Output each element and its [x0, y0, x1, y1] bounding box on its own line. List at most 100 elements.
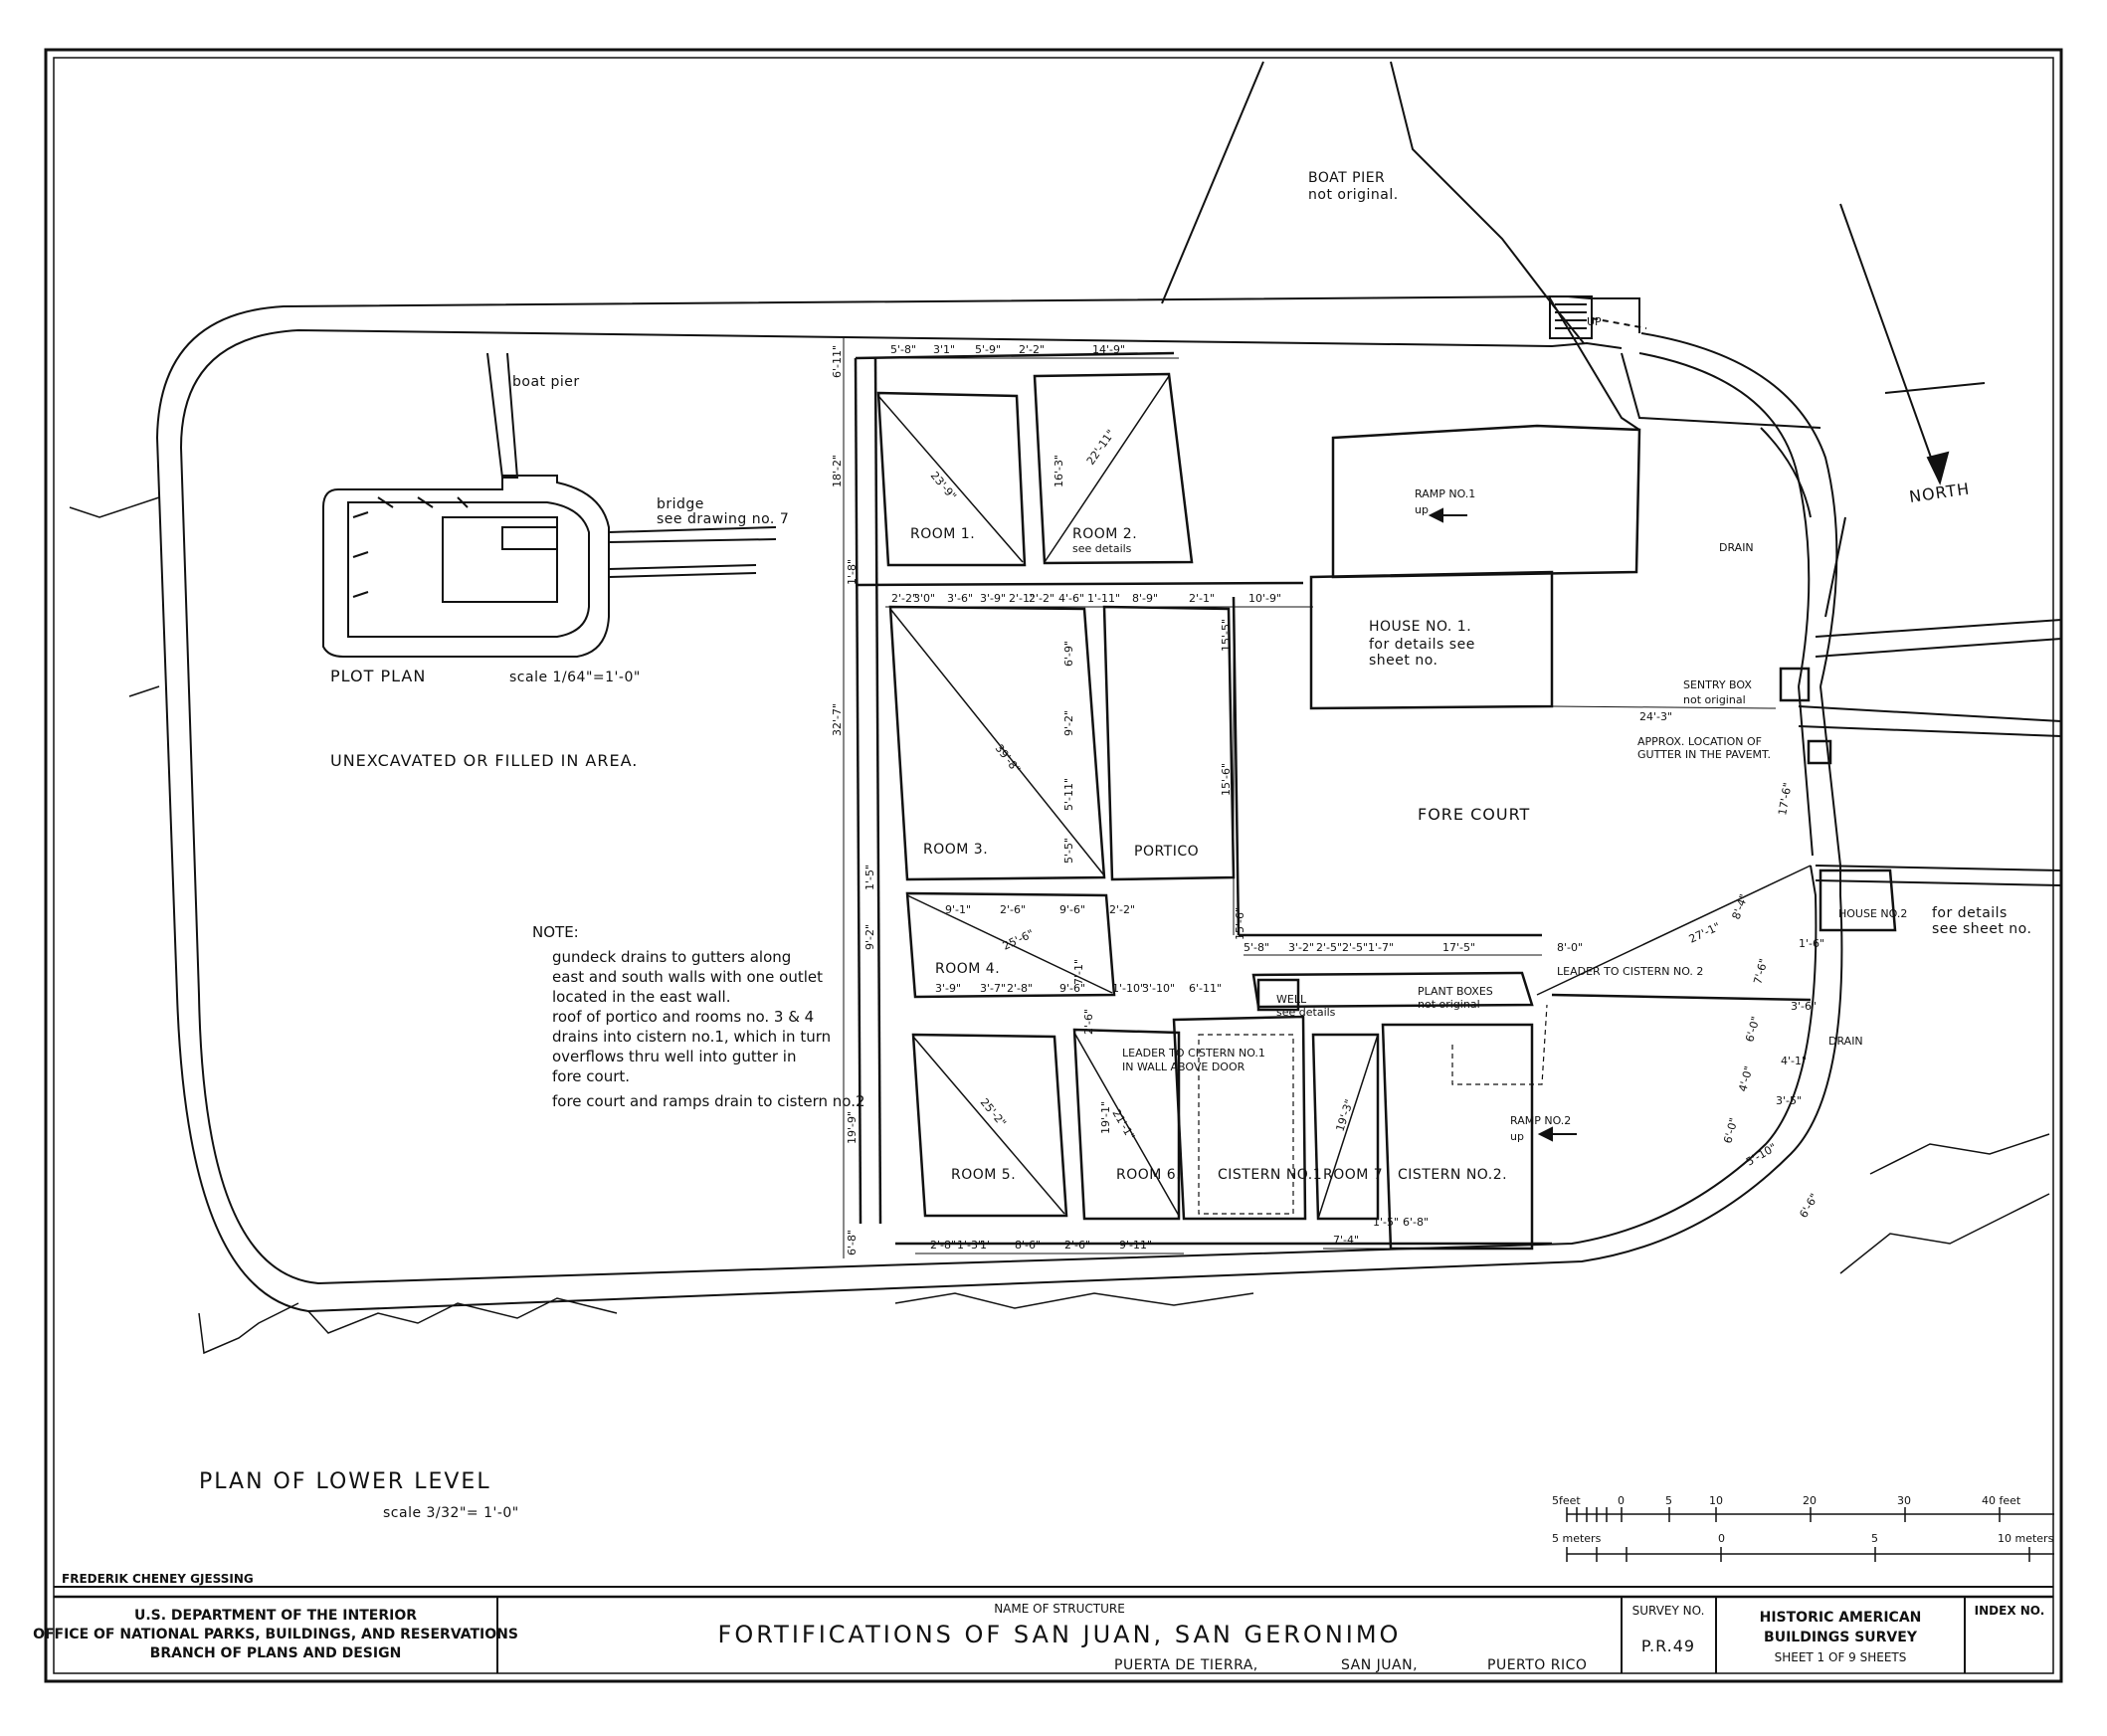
sentry-box-label: SENTRY BOX: [1683, 678, 1752, 691]
dimension-label: 23'-9": [928, 470, 959, 503]
note-line: gundeck drains to gutters along: [552, 948, 791, 966]
dimension-label: 19'-1": [1099, 1101, 1112, 1134]
cistern-1-label: CISTERN NO.1: [1218, 1167, 1322, 1183]
leader-cistern-1-note: IN WALL ABOVE DOOR: [1122, 1061, 1245, 1073]
sentry-box-note: not original: [1683, 693, 1746, 706]
drawing-scale: scale 3/32"= 1'-0": [383, 1505, 519, 1521]
dimension-label: 5'-8": [1244, 941, 1269, 954]
dimension-label: 9'-6": [1059, 982, 1085, 995]
dimension-label: 3'-2": [1288, 941, 1314, 954]
leader-cistern-1-label: LEADER TO CISTERN NO.1: [1122, 1047, 1265, 1060]
dimension-label: 8'-6": [1015, 1239, 1041, 1252]
dimension-label: 15'-6": [1234, 907, 1246, 940]
dimension-label: 3'0": [913, 592, 935, 605]
room-2-note: see details: [1072, 542, 1132, 555]
dimension-label: 6'-6": [1797, 1191, 1820, 1220]
dimension-label: 10'-9": [1248, 592, 1281, 605]
dimension-label: 9'-6": [1059, 903, 1085, 916]
portico-label: PORTICO: [1134, 844, 1199, 860]
dimension-label: 2'-2": [1109, 903, 1135, 916]
gutter-label: APPROX. LOCATION OF: [1637, 735, 1762, 748]
dimension-label: 9'-2": [863, 924, 876, 950]
dimension-label: 6'-11": [1189, 982, 1222, 995]
note-line: located in the east wall.: [552, 988, 730, 1006]
dimension-label: 3'-9": [980, 592, 1006, 605]
survey-number: P.R.49: [1641, 1637, 1695, 1655]
dimension-label: 6'-8": [846, 1230, 859, 1255]
boat-pier-note: not original.: [1308, 187, 1399, 203]
house-2-sheet: see sheet no.: [1932, 921, 2031, 937]
structure-name: FORTIFICATIONS OF SAN JUAN, SAN GERONIMO: [718, 1621, 1402, 1648]
dimension-label: 5'-11": [1062, 778, 1075, 811]
scale-feet-tick: 20: [1803, 1494, 1817, 1507]
note-line: fore court and ramps drain to cistern no…: [552, 1092, 865, 1110]
dimension-label: 2'-8": [1007, 982, 1033, 995]
dimension-label: 9'-11": [1119, 1239, 1152, 1252]
dimension-label: 1'-5": [1373, 1216, 1399, 1229]
dimension-label: 8'-9": [1132, 592, 1158, 605]
dimension-label: 1'-3": [957, 1239, 983, 1252]
dimension-label: 17'-6": [1776, 782, 1795, 817]
house-1-note: for details see: [1369, 637, 1475, 653]
scale-feet-tick: 0: [1618, 1494, 1625, 1507]
note-line: roof of portico and rooms no. 3 & 4: [552, 1008, 814, 1026]
dimension-label: 3'-7": [980, 982, 1006, 995]
outer-border: [44, 48, 2063, 1683]
dimension-label: 25'-2": [978, 1096, 1009, 1130]
unexcavated-label: UNEXCAVATED OR FILLED IN AREA.: [330, 751, 638, 770]
dimension-label: 9'-1": [945, 903, 971, 916]
north-arrow: [1839, 203, 1986, 485]
dimension-label: 15'-5": [1220, 619, 1233, 652]
note-line: fore court.: [552, 1067, 630, 1085]
agency-line-3: BRANCH OF PLANS AND DESIGN: [150, 1645, 402, 1661]
dimension-label: 18'-2": [831, 455, 844, 487]
pier-stairs-up-label: UP: [1587, 315, 1602, 328]
scale-meter-tick: 10 meters: [1998, 1532, 2054, 1545]
dimension-label: 6'-11": [831, 345, 844, 378]
cistern-2-label: CISTERN NO.2.: [1398, 1167, 1507, 1183]
plot-plan-inset: [322, 352, 777, 658]
well-label: WELL: [1276, 993, 1307, 1006]
dimension-label: 1'-5": [863, 865, 876, 890]
dimension-label: 15'-6": [1220, 763, 1233, 796]
dimension-label: 9'-2": [1062, 710, 1075, 736]
dimension-label: 2'-5": [1316, 941, 1342, 954]
dimension-label: 3'-5": [1776, 1094, 1802, 1107]
plot-plan-title: PLOT PLAN: [330, 667, 426, 685]
dimension-label: 39'-8": [993, 742, 1024, 776]
room-6-label: ROOM 6.: [1116, 1167, 1181, 1183]
leader-cistern-2-label: LEADER TO CISTERN NO. 2: [1557, 965, 1703, 978]
rooms-block: [854, 351, 1897, 1251]
room-diagonals: [877, 375, 1812, 1220]
dimension-label: 4'-6": [1058, 592, 1084, 605]
habs-line-2: BUILDINGS SURVEY: [1764, 1630, 1918, 1645]
room-4-label: ROOM 4.: [935, 961, 1000, 977]
dimension-label: 3'1": [933, 343, 955, 356]
dimension-label: 1'-8": [846, 559, 859, 585]
scale-meter-tick: 5: [1871, 1532, 1878, 1545]
agency-line-1: U.S. DEPARTMENT OF THE INTERIOR: [134, 1608, 417, 1624]
dimension-label: 17'-5": [1442, 941, 1475, 954]
dimension-label: 6'-0": [1721, 1116, 1740, 1145]
drain-label-north: DRAIN: [1719, 541, 1754, 554]
room-7-label: ROOM 7: [1323, 1167, 1383, 1183]
plot-plan-bridge-label: bridge: [657, 496, 704, 512]
scale-meter-tick: 0: [1718, 1532, 1725, 1545]
ramp-1-label: RAMP NO.1: [1415, 487, 1475, 500]
dimension-label: 32'-7": [831, 703, 844, 736]
inner-border: [53, 57, 2054, 1674]
survey-no-label: SURVEY NO.: [1632, 1604, 1705, 1618]
dimension-label: 27'-1": [1687, 920, 1722, 946]
dimension-label: 3'-9": [935, 982, 961, 995]
dimension-label: 2'-1": [1009, 592, 1035, 605]
dimension-label: 8'-0": [1557, 941, 1583, 954]
well-note: see details: [1276, 1006, 1336, 1019]
dimension-label: 6'-8": [1403, 1216, 1429, 1229]
dimension-label: 3'-6": [1791, 1000, 1817, 1013]
index-no-label: INDEX NO.: [1975, 1604, 2045, 1618]
agency-line-2: OFFICE OF NATIONAL PARKS, BUILDINGS, AND…: [33, 1627, 518, 1642]
room-2-label: ROOM 2.: [1072, 526, 1137, 542]
habs-line-1: HISTORIC AMERICAN: [1760, 1610, 1922, 1626]
